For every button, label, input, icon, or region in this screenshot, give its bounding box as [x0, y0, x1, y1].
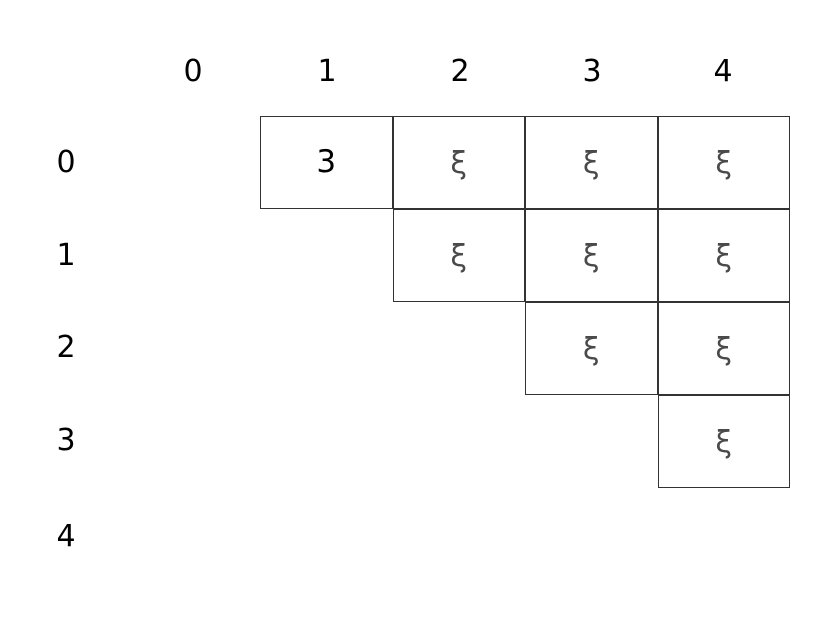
- column-header-3: 3: [582, 54, 602, 89]
- cell-placeholder-icon: ξ: [715, 238, 733, 274]
- column-header-0: 0: [183, 54, 203, 89]
- matrix-cell-r0-c1[interactable]: 3: [260, 116, 393, 209]
- matrix-cell-r0-c4[interactable]: ξ: [657, 116, 790, 209]
- cell-placeholder-icon: ξ: [450, 238, 468, 274]
- row-header-4: 4: [56, 519, 76, 554]
- column-header-4: 4: [713, 54, 733, 89]
- row-header-3: 3: [56, 423, 76, 458]
- matrix-cell-r3-c4[interactable]: ξ: [657, 395, 790, 488]
- matrix-cell-r1-c4[interactable]: ξ: [657, 209, 790, 302]
- cell-placeholder-icon: ξ: [715, 145, 733, 181]
- cell-placeholder-icon: ξ: [715, 424, 733, 460]
- matrix-cell-r2-c3[interactable]: ξ: [525, 302, 658, 395]
- cell-placeholder-icon: ξ: [715, 331, 733, 367]
- cell-placeholder-icon: ξ: [582, 331, 600, 367]
- column-header-2: 2: [450, 54, 470, 89]
- matrix-cell-r1-c3[interactable]: ξ: [525, 209, 658, 302]
- matrix-cell-r0-c2[interactable]: ξ: [392, 116, 525, 209]
- matrix-cell-r2-c4[interactable]: ξ: [657, 302, 790, 395]
- column-header-1: 1: [317, 54, 337, 89]
- matrix-cell-r1-c2[interactable]: ξ: [392, 209, 525, 302]
- cell-value: 3: [316, 144, 337, 180]
- row-header-2: 2: [56, 330, 76, 365]
- matrix-cell-r0-c3[interactable]: ξ: [525, 116, 658, 209]
- row-header-0: 0: [56, 145, 76, 180]
- cell-placeholder-icon: ξ: [450, 145, 468, 181]
- cell-placeholder-icon: ξ: [582, 145, 600, 181]
- cell-placeholder-icon: ξ: [582, 238, 600, 274]
- row-header-1: 1: [56, 238, 76, 273]
